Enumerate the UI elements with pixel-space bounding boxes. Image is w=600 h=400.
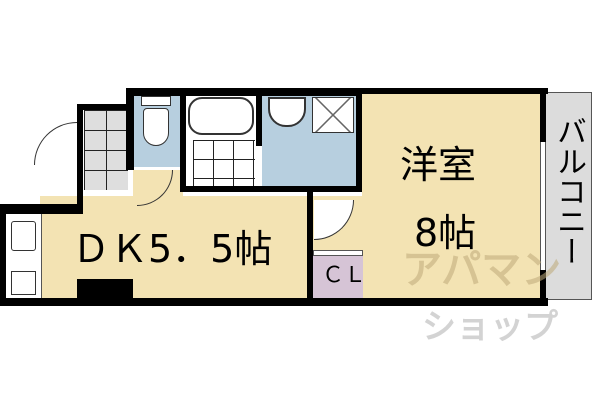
balcony	[544, 92, 592, 300]
watermark-line1: アパマン	[402, 247, 562, 293]
entrance-door[interactable]	[34, 122, 77, 165]
watermark-line2: ショップ	[422, 307, 558, 347]
closet-door[interactable]	[313, 250, 363, 256]
closet-label: ＣＬ	[322, 263, 367, 288]
balcony-window[interactable]	[540, 142, 546, 270]
bathroom-tile	[193, 140, 255, 186]
dk-label: ＤＫ5．5帖	[72, 227, 273, 271]
western-room-floor	[362, 92, 540, 298]
balcony-label: バルコニー	[551, 116, 586, 266]
entrance-tile	[84, 110, 128, 190]
toilet-icon	[143, 108, 169, 146]
refrigerator-space	[77, 279, 133, 300]
bathtub-icon	[188, 97, 254, 135]
washer-space-icon	[312, 97, 354, 133]
kitchen-sink-icon	[11, 221, 36, 251]
stove-icon	[11, 271, 36, 295]
sink-icon	[268, 97, 306, 127]
closet	[313, 256, 363, 298]
western-room-size: 8帖	[414, 211, 477, 255]
toilet-tank-icon	[141, 96, 171, 106]
western-room-name: 洋室	[400, 143, 477, 187]
